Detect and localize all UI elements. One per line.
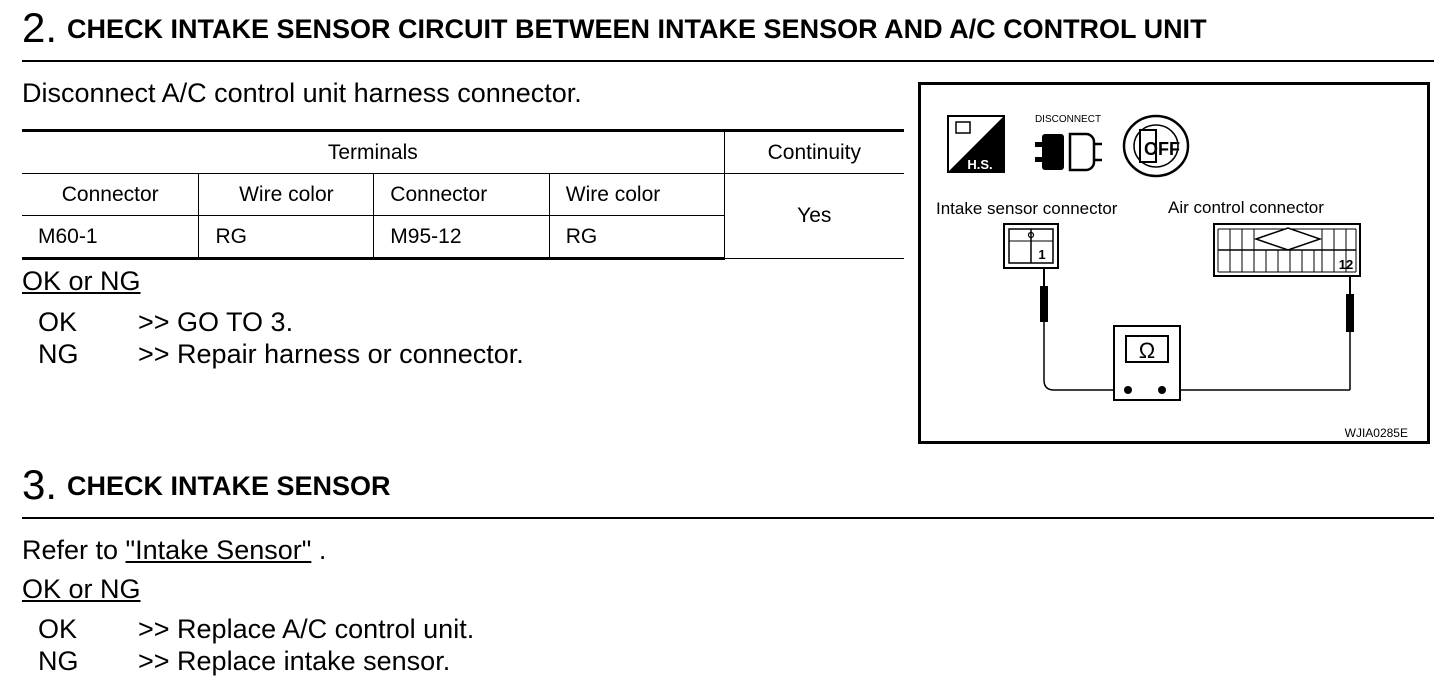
col-wire-color-2: Wire color [548, 173, 725, 216]
cell-connector-2: M95-12 [373, 215, 550, 260]
step-2-title: CHECK INTAKE SENSOR CIRCUIT BETWEEN INTA… [67, 14, 1207, 44]
wiring-diagram: H.S. DISCONNECT OFF Intake sensor connec… [918, 82, 1430, 444]
step-2-number: 2. [22, 4, 58, 51]
air-connector-label: Air control connector [1168, 198, 1324, 217]
cell-connector-1: M60-1 [22, 215, 200, 260]
probe-left [1040, 268, 1048, 380]
intake-connector-label: Intake sensor connector [936, 199, 1118, 218]
terminals-header: Terminals [22, 129, 725, 174]
intake-sensor-connector: 1 [1003, 223, 1059, 269]
step-3-title: CHECK INTAKE SENSOR [67, 471, 391, 501]
step-2-results: OK>> GO TO 3. NG>> Repair harness or con… [22, 307, 524, 371]
air-terminal-label: 12 [1339, 257, 1353, 272]
disconnect-label: DISCONNECT [1035, 114, 1101, 125]
off-label: OFF [1144, 139, 1180, 159]
step-3-result-ng: NG>> Replace intake sensor. [38, 646, 451, 676]
figure-id: WJIA0285E [1345, 426, 1408, 440]
step-3-heading: 3. CHECK INTAKE SENSOR [22, 461, 391, 509]
probe-right [1346, 276, 1354, 390]
col-connector-1: Connector [22, 173, 200, 216]
intake-sensor-link[interactable]: "Intake Sensor" [125, 535, 312, 565]
cell-wire-color-1: RG [198, 215, 375, 260]
col-wire-color-1: Wire color [198, 173, 375, 216]
continuity-table: Terminals Continuity Connector Wire colo… [22, 129, 904, 260]
continuity-header: Continuity [723, 129, 904, 174]
ignition-off-icon: OFF [1122, 114, 1190, 178]
ohmmeter: Ω [1113, 325, 1181, 401]
step-2-heading: 2. CHECK INTAKE SENSOR CIRCUIT BETWEEN IN… [22, 4, 1207, 52]
step-3-results: OK>> Replace A/C control unit. NG>> Repl… [22, 614, 474, 678]
wire-left [1043, 379, 1128, 391]
step-2-ok-ng-label: OK or NG [22, 266, 141, 296]
hs-label: H.S. [967, 157, 992, 172]
ohm-symbol: Ω [1139, 338, 1155, 363]
step-2-instruction: Disconnect A/C control unit harness conn… [22, 78, 582, 108]
hs-icon: H.S. [947, 115, 1005, 173]
step-2-result-ng: NG>> Repair harness or connector. [38, 339, 524, 369]
continuity-value: Yes [723, 173, 904, 259]
step-3-result-ok: OK>> Replace A/C control unit. [38, 614, 475, 644]
step-3-number: 3. [22, 461, 58, 508]
col-connector-2: Connector [373, 173, 550, 216]
step-3-refer: Refer to "Intake Sensor" . [22, 535, 327, 565]
step-2-rule [22, 60, 1434, 62]
disconnect-icon: DISCONNECT [1035, 114, 1102, 172]
cell-wire-color-2: RG [548, 215, 725, 260]
intake-terminal-label: 1 [1038, 247, 1045, 262]
step-3-rule [22, 517, 1434, 519]
step-3-ok-ng-label: OK or NG [22, 574, 141, 604]
step-2-result-ok: OK>> GO TO 3. [38, 307, 294, 337]
air-control-connector: 12 [1213, 223, 1361, 277]
